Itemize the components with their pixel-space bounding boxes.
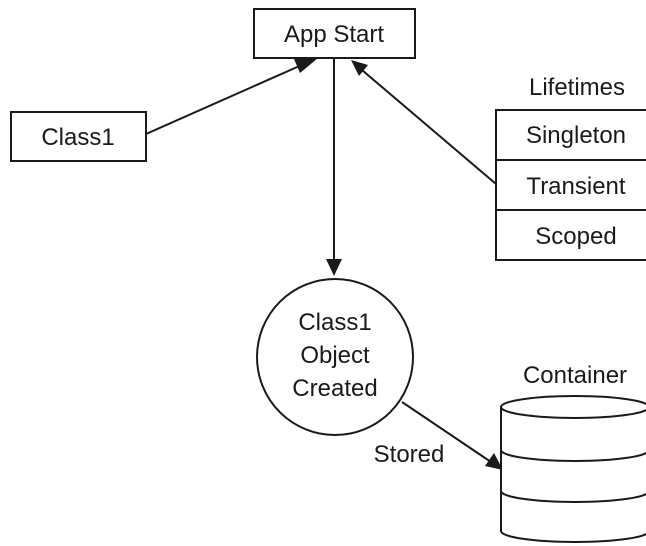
object-label-line1: Class1 (298, 309, 371, 336)
arrow-object-to-container (401, 401, 503, 470)
lifetime-label-transient: Transient (526, 173, 625, 200)
app-start-node: App Start (253, 8, 416, 59)
lifetime-item-scoped (495, 209, 646, 261)
lifetime-label-scoped: Scoped (535, 223, 616, 250)
arrow-class1-to-app-start (145, 58, 318, 135)
stored-label: Stored (374, 441, 445, 468)
container-label: Container (523, 362, 627, 389)
lifetime-label-singleton: Singleton (526, 122, 626, 149)
class1-node: Class1 (10, 111, 147, 162)
lifetimes-list: Singleton Transient Scoped (495, 109, 646, 261)
lifetimes-title: Lifetimes (529, 74, 625, 101)
object-label-line2: Object (300, 342, 370, 369)
database-icon (500, 395, 646, 543)
class1-label: Class1 (41, 124, 114, 151)
object-created-node: Class1 Object Created (256, 278, 414, 436)
arrow-lifetimes-to-app-start (351, 60, 497, 185)
arrow-app-start-to-object (326, 58, 342, 276)
app-start-label: App Start (284, 21, 384, 48)
object-label-line3: Created (292, 375, 377, 402)
